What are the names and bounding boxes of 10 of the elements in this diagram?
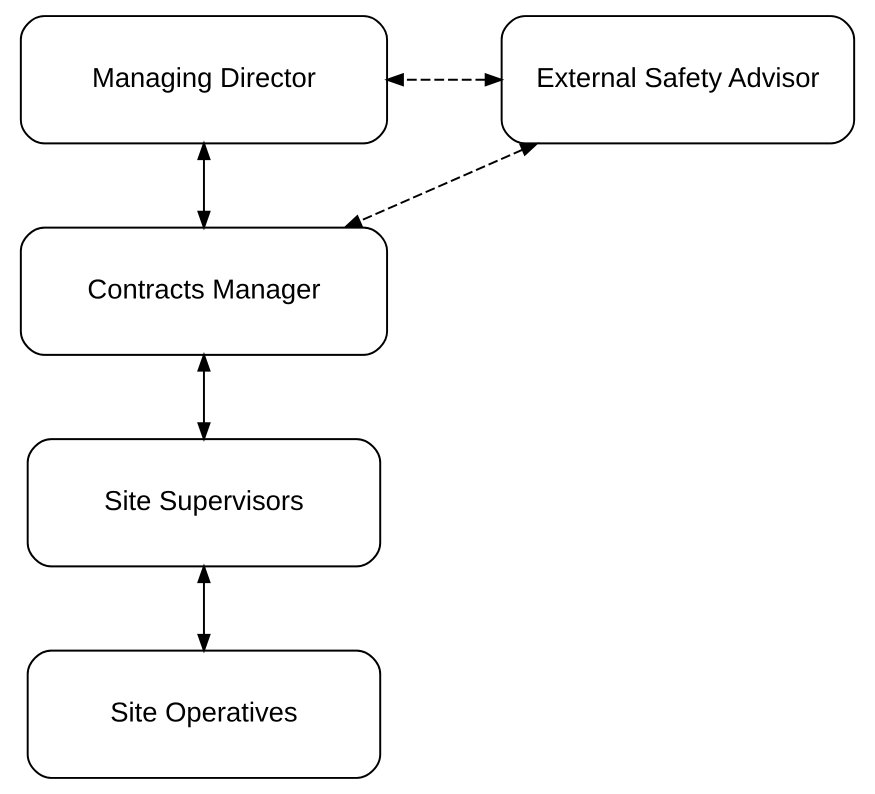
node-box: External Safety Advisor (500, 15, 856, 144)
node-box: Site Operatives (26, 650, 382, 779)
arrow (197, 563, 211, 654)
arrow (197, 352, 211, 442)
arrow (384, 72, 504, 87)
node-box: Contracts Manager (20, 226, 388, 356)
arrow (342, 142, 540, 229)
arrow (197, 140, 211, 230)
node-box: Managing Director (20, 15, 388, 144)
node-box: Site Supervisors (26, 438, 382, 568)
